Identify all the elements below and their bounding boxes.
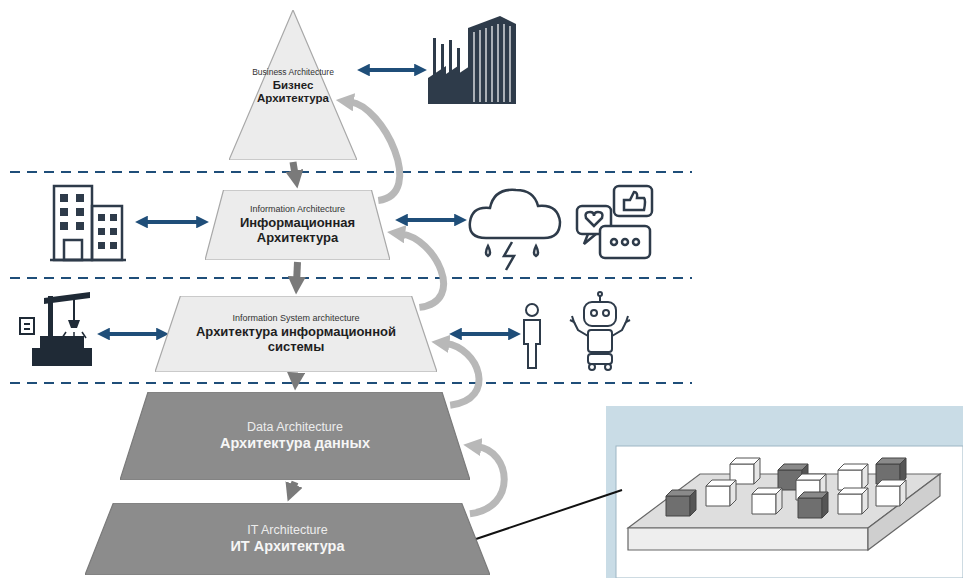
robot-icon: [570, 292, 630, 370]
pyramid-layer: IT ArchitectureИТ Архитектура: [85, 503, 490, 575]
pyramid-layer: Information System architectureАрхитекту…: [155, 296, 437, 372]
layer-label-en: Information System architecture: [232, 313, 359, 323]
pyramid-layer: Information ArchitectureИнформационная А…: [205, 190, 390, 260]
feedback-arrow: [470, 447, 504, 514]
layer-label-ru: Информационная Архитектура: [223, 216, 373, 246]
layer-label-en: Information Architecture: [250, 204, 345, 214]
flow-arrow: [293, 262, 301, 280]
feedback-arrow: [446, 343, 479, 405]
factory-icon: [428, 16, 516, 104]
layer-label-ru: Архитектура данных: [220, 435, 370, 452]
layer-label-en: Business Architecture: [252, 68, 334, 78]
leader-line: [470, 490, 622, 541]
layer-label-ru: ИТ Архитектура: [230, 538, 344, 555]
person-icon: [524, 304, 540, 368]
layer-label-ru: Бизнес Архитектура: [251, 79, 335, 105]
inset-illustration: [606, 406, 963, 578]
flow-arrow: [293, 162, 295, 174]
layer-label-en: IT Architecture: [247, 523, 327, 537]
flow-arrow: [292, 374, 299, 376]
chat-icon: [577, 186, 652, 258]
flow-arrow: [293, 482, 295, 488]
building-icon: [50, 186, 126, 260]
layer-label-ru: Архитектура информационной системы: [186, 325, 406, 355]
dashed-separator: [10, 172, 692, 383]
layer-label-en: Data Architecture: [247, 420, 343, 434]
cloud-icon: [470, 190, 560, 270]
pyramid-apex: Business ArchitectureБизнес Архитектура: [229, 10, 357, 160]
pyramid-layer: Data ArchitectureАрхитектура данных: [120, 392, 470, 480]
feedback-arrow: [350, 102, 399, 201]
crane-icon: [20, 292, 92, 366]
